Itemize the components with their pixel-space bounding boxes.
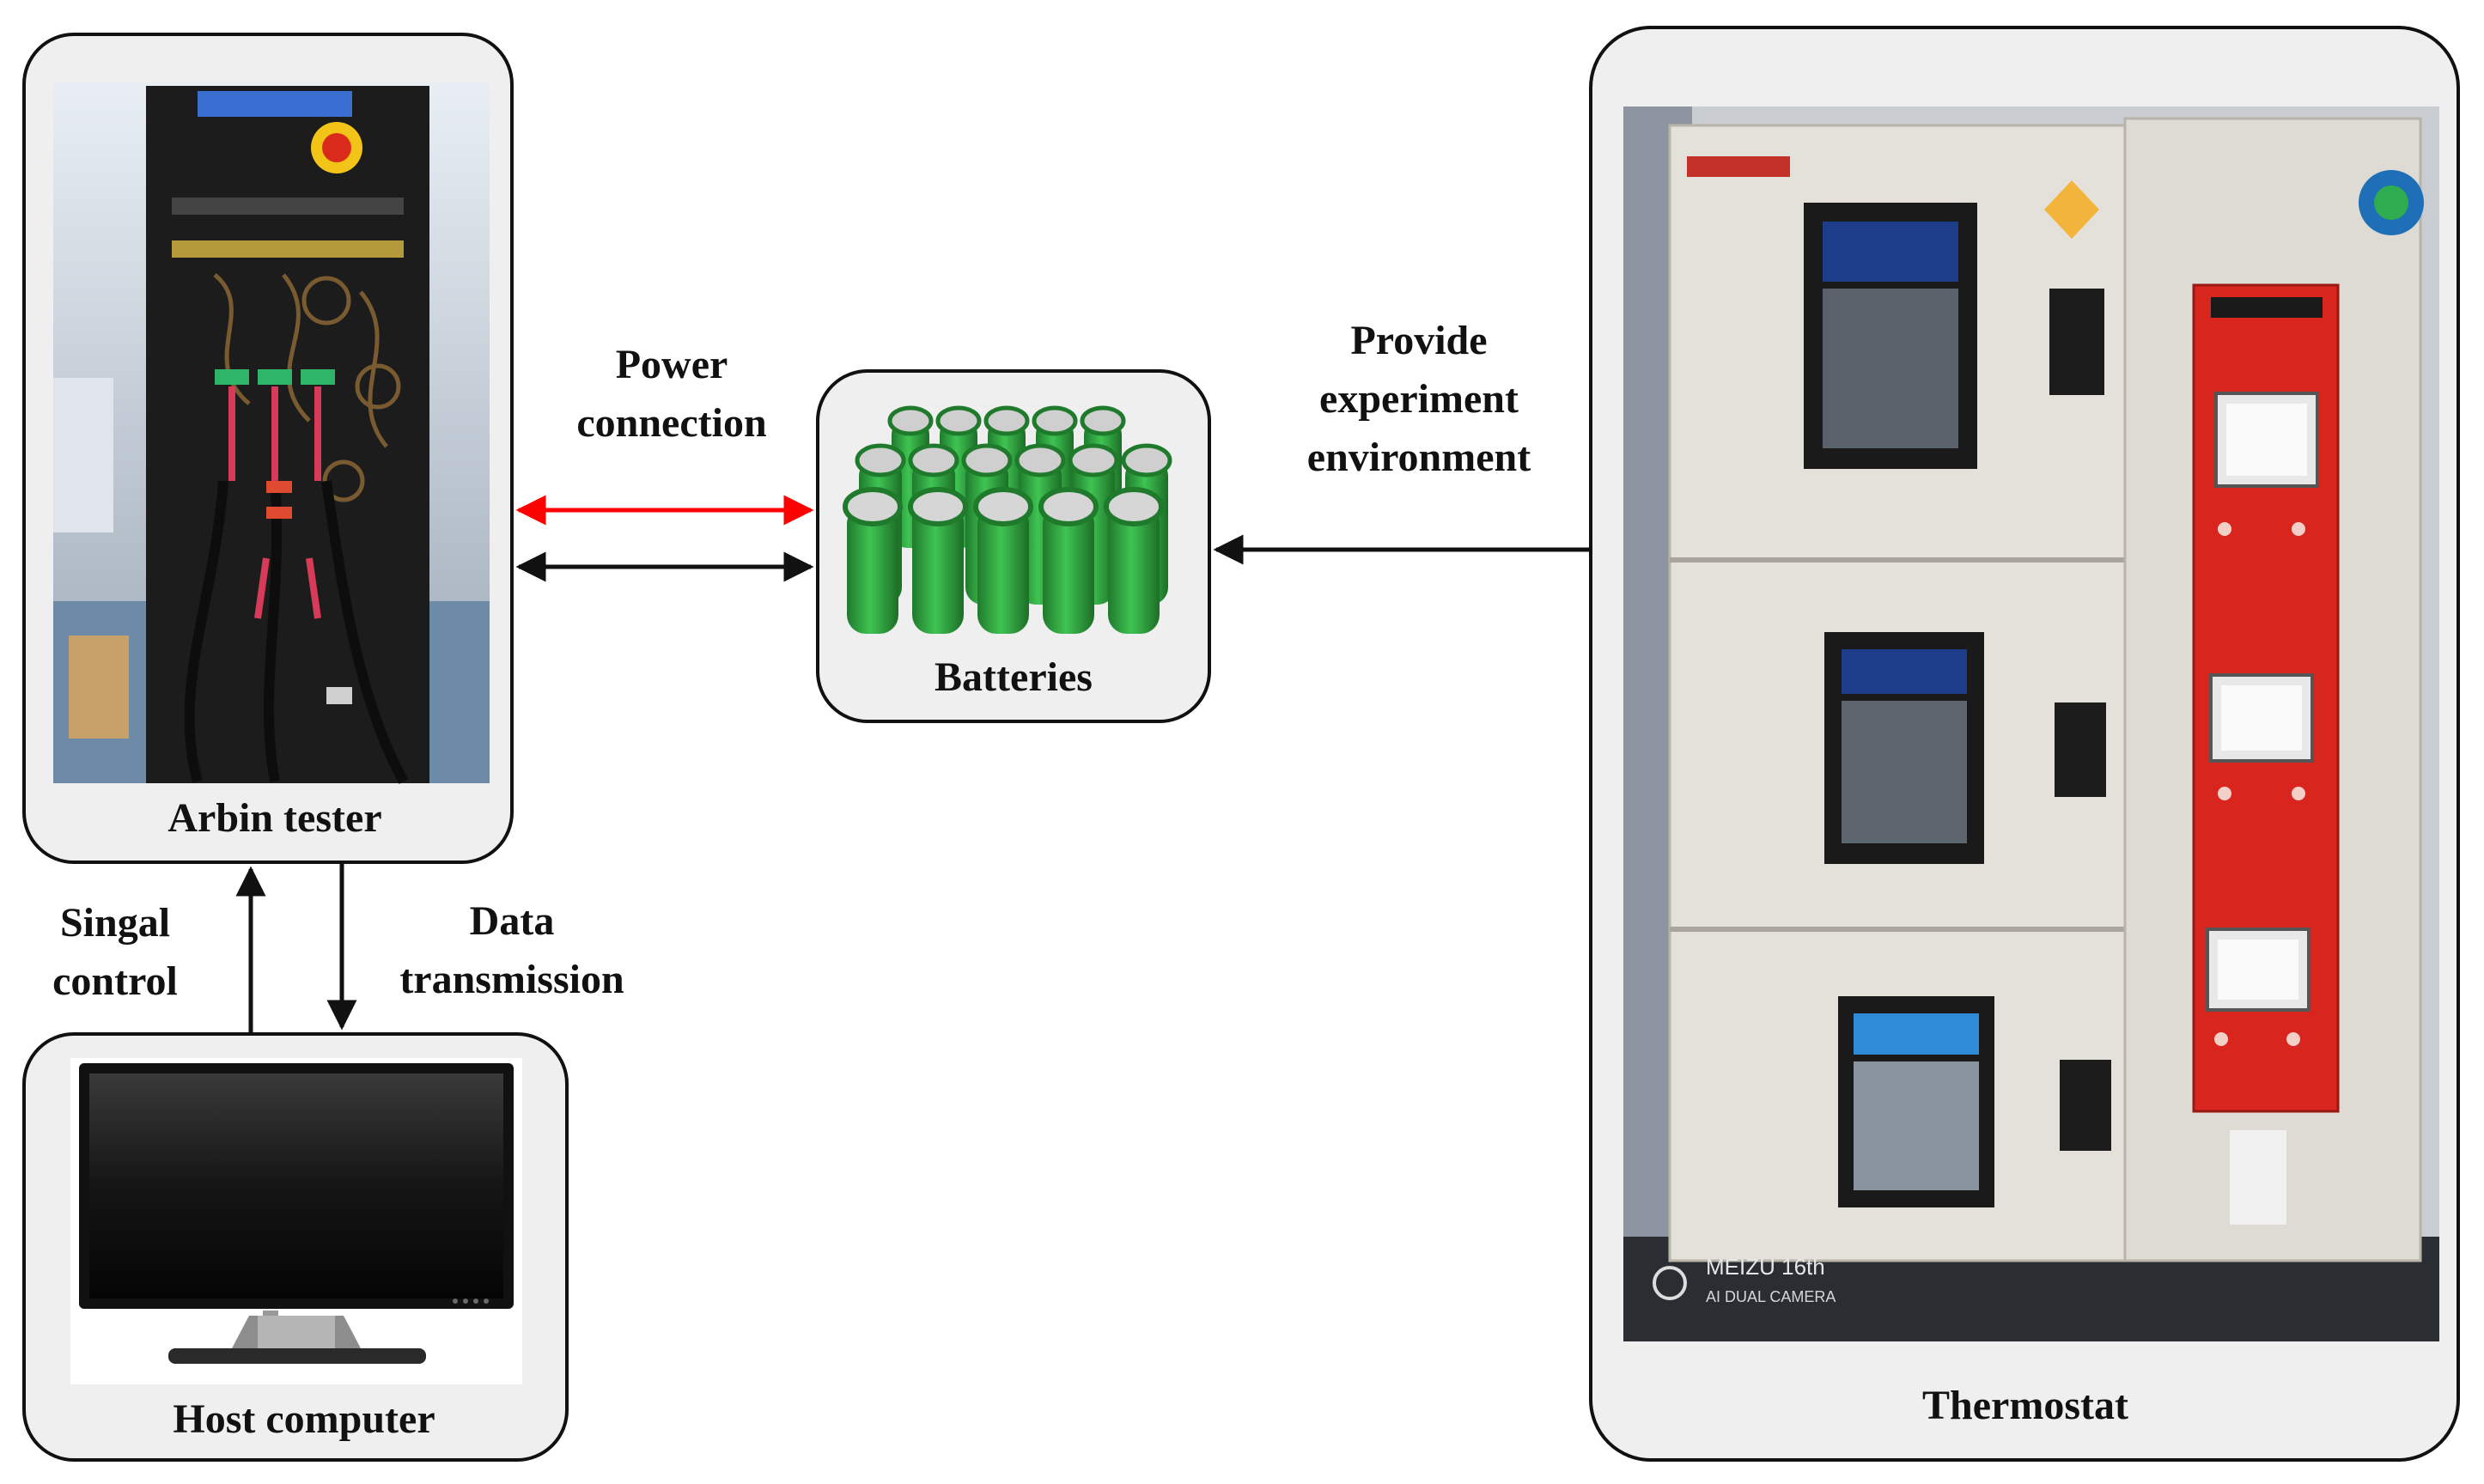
arbin-tester-photo: [53, 82, 490, 784]
thermostat-label: Thermostat: [1922, 1383, 2128, 1428]
thermostat-photo-camera-text: AI DUAL CAMERA: [1706, 1288, 1836, 1305]
arbin-tester-label: Arbin tester: [167, 795, 381, 841]
thermostat-photo-brand-text: MEIZU 16th: [1706, 1254, 1825, 1280]
thermostat-node: MEIZU 16th AI DUAL CAMERA Thermostat: [1589, 26, 2460, 1462]
power-connection-label: Power connection: [576, 342, 766, 446]
host-computer-node: Host computer: [22, 1032, 569, 1462]
batteries-photo: [843, 405, 1172, 634]
monitor-photo: [70, 1058, 522, 1384]
data-transmission-label-line2: transmission: [399, 957, 624, 1002]
batteries-node: Batteries: [816, 369, 1211, 723]
signal-control-label: Singal control: [52, 900, 178, 1004]
arbin-tester-node: Arbin tester: [22, 33, 514, 864]
signal-control-label-line2: control: [52, 958, 178, 1004]
data-transmission-label-line1: Data: [470, 898, 555, 944]
provide-environment-label: Provide experiment environment: [1307, 318, 1531, 480]
provide-environment-label-line3: environment: [1307, 435, 1531, 480]
signal-control-label-line1: Singal: [60, 900, 170, 946]
provide-environment-label-line1: Provide: [1350, 318, 1487, 363]
provide-environment-label-line2: experiment: [1319, 376, 1519, 422]
power-connection-label-line2: connection: [576, 400, 766, 446]
host-computer-label: Host computer: [173, 1396, 435, 1442]
thermostat-photo: MEIZU 16th AI DUAL CAMERA: [1623, 106, 2439, 1341]
power-connection-label-line1: Power: [616, 342, 728, 387]
data-transmission-label: Data transmission: [399, 898, 624, 1002]
batteries-label: Batteries: [935, 654, 1093, 700]
